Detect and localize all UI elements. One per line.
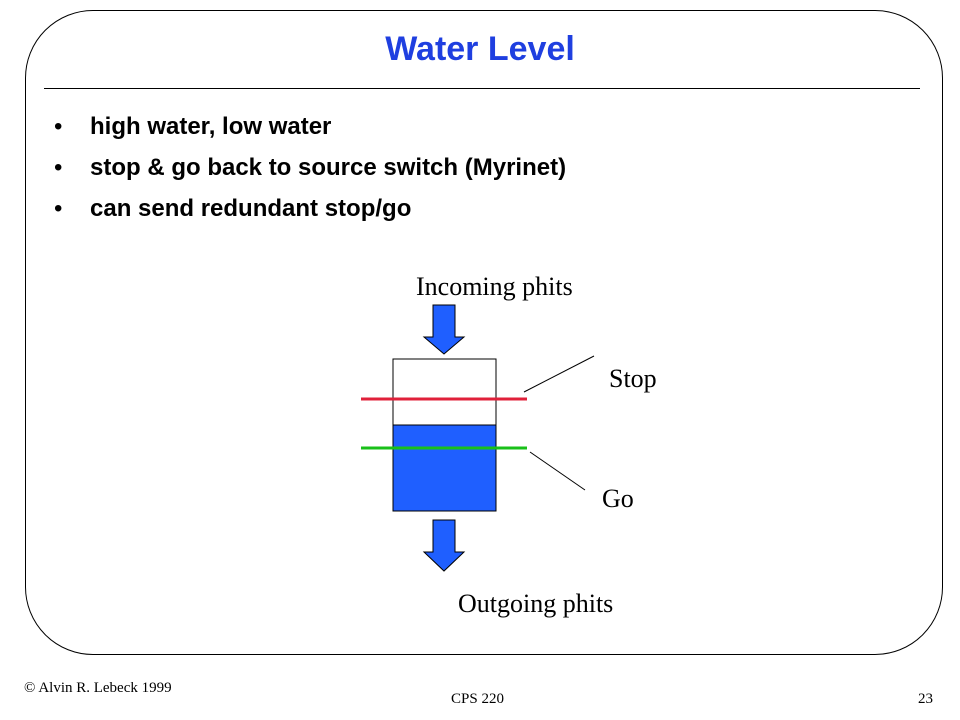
copyright-text: © Alvin R. Lebeck 1999 xyxy=(24,680,172,696)
stop-leader-line xyxy=(523,355,595,393)
title-divider xyxy=(44,88,920,89)
outgoing-arrow-icon xyxy=(422,519,466,572)
slide-title: Water Level xyxy=(385,30,575,68)
course-label: CPS 220 xyxy=(451,691,504,707)
page-number: 23 xyxy=(918,691,933,707)
bullet-icon: • xyxy=(54,154,63,181)
buffer-water xyxy=(392,424,497,512)
go-label: Go xyxy=(602,484,634,513)
bullet-text: high water, low water xyxy=(90,113,332,140)
bullet-text: can send redundant stop/go xyxy=(90,195,412,222)
bullet-item: • stop & go back to source switch (Myrine… xyxy=(54,154,566,195)
bullet-text: stop & go back to source switch (Myrinet… xyxy=(90,154,567,181)
bullet-item: • high water, low water xyxy=(54,113,566,154)
go-leader-line xyxy=(529,451,586,491)
stop-label: Stop xyxy=(609,364,657,393)
bullet-item: • can send redundant stop/go xyxy=(54,195,566,236)
outgoing-label: Outgoing phits xyxy=(458,589,614,618)
slide-frame xyxy=(25,10,943,655)
bullet-list: • high water, low water • stop & go back t… xyxy=(54,113,566,236)
bullet-icon: • xyxy=(54,113,63,140)
incoming-arrow-icon xyxy=(422,304,466,355)
bullet-icon: • xyxy=(54,195,63,222)
incoming-label: Incoming phits xyxy=(416,272,573,301)
